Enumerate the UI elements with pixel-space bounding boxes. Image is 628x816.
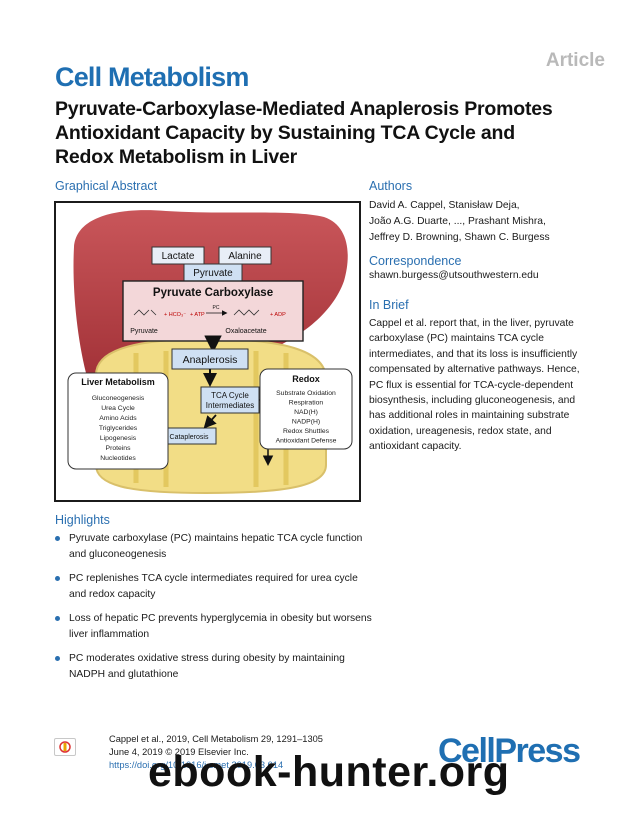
reaction-oxaloacetate-label: Oxaloacetate — [225, 328, 266, 335]
cataplerosis-label: Cataplerosis — [170, 434, 209, 441]
cellpress-logo: CellPress — [438, 732, 581, 770]
pyruvate-label: Pyruvate — [193, 268, 233, 279]
redox-item: NADP(H) — [292, 419, 320, 426]
liver-metabolism-item: Gluconeogenesis — [92, 395, 145, 402]
lactate-label: Lactate — [162, 251, 195, 262]
in-brief-heading: In Brief — [369, 298, 409, 312]
redox-box — [259, 368, 353, 450]
journal-name[interactable]: Cell Metabolism — [55, 62, 249, 92]
correspondence-heading: Correspondence — [369, 254, 462, 268]
tca-label-2: Intermediates — [206, 401, 254, 410]
tca-box — [200, 386, 260, 414]
correspondence-email[interactable]: shawn.burgess@utsouthwestern.edu — [369, 270, 539, 281]
reaction-pyruvate-label: Pyruvate — [130, 328, 158, 335]
pyruvate-carboxylase-box — [122, 280, 304, 342]
authors-heading: Authors — [369, 179, 413, 193]
watermark-text: ebook-hunter.org — [148, 748, 510, 796]
redox-item: Redox Shuttles — [283, 428, 330, 435]
reaction-pc: PC — [213, 305, 220, 311]
highlight-item: Pyruvate carboxylase (PC) maintains hepa… — [55, 531, 375, 562]
authors-line: João A.G. Duarte, ..., Prashant Mishra, — [369, 216, 546, 227]
in-brief-text: Cappel et al. report that, in the liver,… — [369, 318, 580, 453]
highlight-item: PC moderates oxidative stress during obe… — [55, 651, 375, 682]
article-title: Pyruvate-Carboxylase-Mediated Anaplerosi… — [55, 98, 553, 168]
highlights-list: Pyruvate carboxylase (PC) maintains hepa… — [55, 531, 375, 691]
redox-item: Substrate Oxidation — [276, 390, 336, 397]
liver-metabolism-box — [67, 372, 169, 470]
alanine-label: Alanine — [228, 251, 262, 262]
liver-metabolism-item: Lipogenesis — [100, 435, 137, 442]
redox-item: Antioxidant Defense — [276, 438, 337, 445]
liver-metabolism-item: Urea Cycle — [101, 405, 135, 412]
tca-label-1: TCA Cycle — [211, 391, 249, 400]
liver-metabolism-item: Proteins — [106, 445, 132, 452]
doi-link[interactable]: https://doi.org/10.1016/j.cmet.2019.03.0… — [109, 760, 284, 770]
liver-metabolism-title: Liver Metabolism — [81, 377, 155, 387]
citation-line: Cappel et al., 2019, Cell Metabolism 29,… — [109, 734, 323, 744]
citation-date-line: June 4, 2019 © 2019 Elsevier Inc. — [109, 747, 249, 757]
redox-item: Respiration — [289, 400, 324, 407]
authors-line: David A. Cappel, Stanisław Deja, — [369, 200, 520, 211]
pyruvate-carboxylase-title: Pyruvate Carboxylase — [153, 287, 273, 299]
liver-metabolism-item: Nucleotides — [100, 455, 136, 462]
citation-block: Cappel et al., 2019, Cell Metabolism 29,… — [109, 733, 323, 772]
crossmark-icon[interactable] — [54, 738, 76, 756]
highlights-heading: Highlights — [55, 513, 110, 527]
graphical-abstract-figure: Lactate Alanine Pyruvate Pyruvate Carbox… — [54, 201, 361, 502]
anaplerosis-label: Anaplerosis — [183, 354, 238, 366]
highlight-item: Loss of hepatic PC prevents hyperglycemi… — [55, 611, 375, 642]
highlight-item: PC replenishes TCA cycle intermediates r… — [55, 571, 375, 602]
reaction-adp: + ADP — [270, 312, 286, 318]
authors-line: Jeffrey D. Browning, Shawn C. Burgess — [369, 232, 550, 243]
redox-title: Redox — [292, 374, 320, 384]
alanine-box — [218, 246, 272, 265]
liver-metabolism-item: Amino Acids — [99, 415, 137, 422]
reaction-atp: + ATP — [190, 312, 205, 318]
reaction-hco3: + HCO₃⁻ — [164, 312, 186, 318]
article-type-label: Article — [545, 50, 605, 71]
graphical-abstract-svg: Lactate Alanine Pyruvate Pyruvate Carbox… — [67, 210, 353, 495]
authors-list[interactable]: David A. Cappel, Stanisław Deja, João A.… — [369, 198, 589, 246]
lactate-box — [151, 246, 205, 265]
graphical-abstract-heading: Graphical Abstract — [55, 179, 158, 193]
redox-item: NAD(H) — [294, 409, 318, 416]
liver-metabolism-item: Triglycerides — [99, 425, 138, 432]
